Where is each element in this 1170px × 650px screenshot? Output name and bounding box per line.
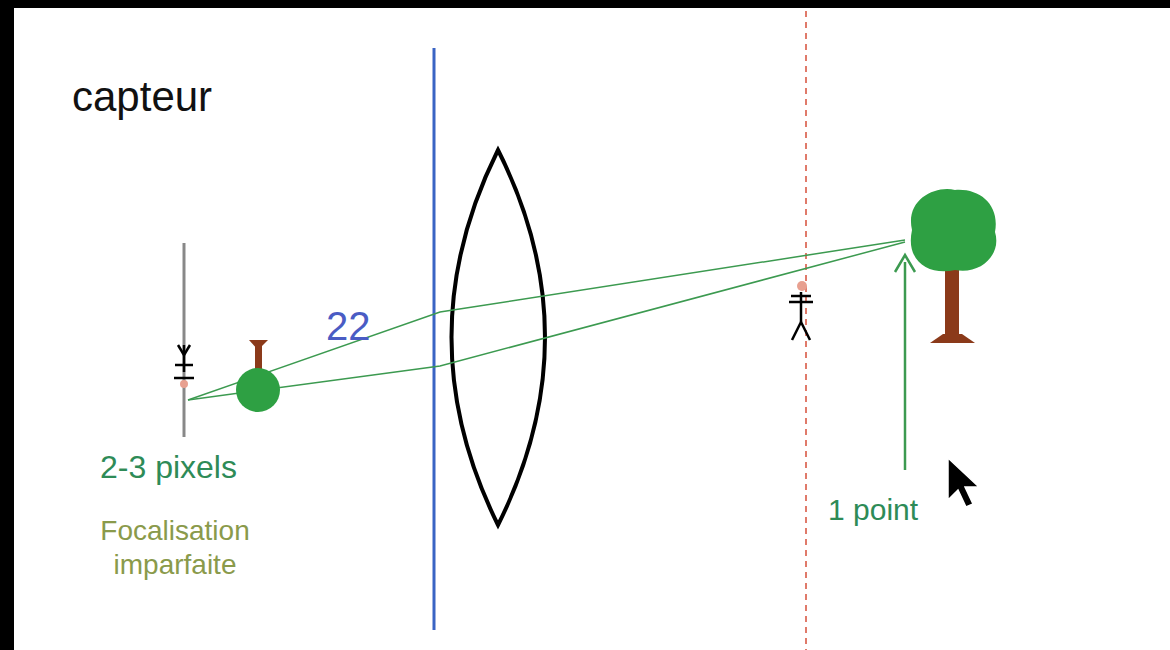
callout-number: 22 xyxy=(326,302,371,350)
light-ray xyxy=(188,240,905,400)
object-arrow xyxy=(904,262,907,470)
tree-crown-image xyxy=(236,368,280,412)
sensor-title: capteur xyxy=(72,72,212,122)
tree-trunk xyxy=(945,262,959,340)
tree-crown xyxy=(911,189,997,271)
inverted-person xyxy=(174,345,194,378)
tree-base-image xyxy=(249,340,268,350)
sensor-line xyxy=(183,243,186,437)
mouse-cursor xyxy=(948,458,979,507)
diagram-ground: capteur 22 2-3 pixelsFocalisation imparfai… xyxy=(14,8,1170,650)
lens-outline xyxy=(452,150,546,525)
object-arrow-head xyxy=(895,255,915,272)
person-head xyxy=(797,281,807,291)
lens-plane-line xyxy=(433,48,436,630)
point-note: 1 point xyxy=(828,492,918,528)
focus-note: Focalisation imparfaite xyxy=(60,514,290,581)
pixel-note: 2-3 pixels xyxy=(100,448,237,486)
light-ray xyxy=(188,242,905,400)
person-figure xyxy=(789,292,813,340)
person-head-image xyxy=(180,380,188,388)
tree-base xyxy=(930,334,975,343)
